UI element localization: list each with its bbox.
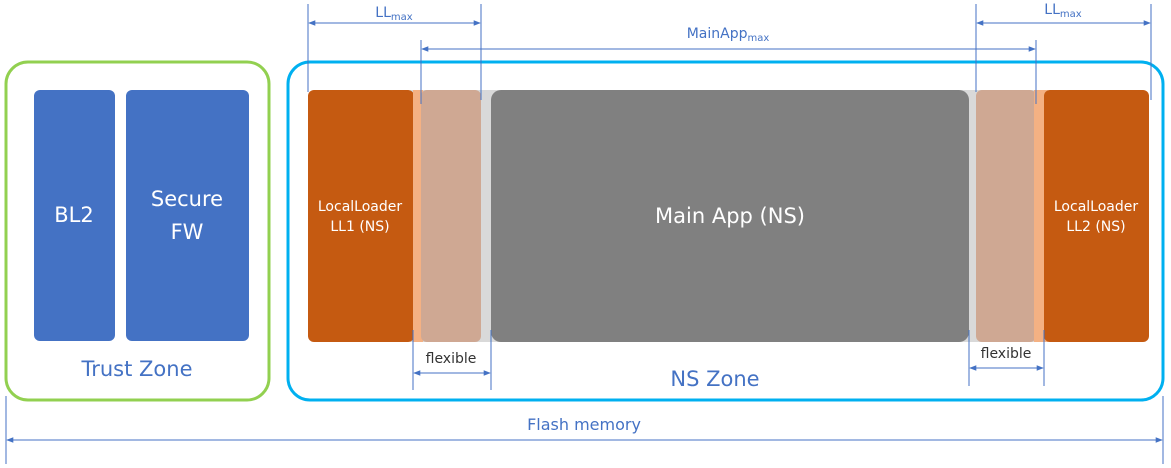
flash-memory-dimension [5,396,1164,464]
flash-memory-label: Flash memory [527,415,641,434]
main-app-max-dimension [420,40,1037,104]
ll-max-left-dimension [307,4,482,100]
flexible-right-dimension [968,330,1045,386]
local-loader-1-flexible-edge [413,90,423,342]
local-loader-2-label-line2: LL2 (NS) [1066,219,1125,235]
main-app-max-label: MainAppmax [687,26,770,44]
main-app-block [491,90,969,342]
local-loader-1-label-line2: LL1 (NS) [330,219,389,235]
secure-fw-label-line2: FW [171,220,204,244]
ns-zone-label: NS Zone [670,367,759,391]
trust-zone-label: Trust Zone [81,357,193,381]
flexible-left-label: flexible [426,351,477,367]
trust-zone-border [4,60,271,402]
flexible-region-right [976,90,1036,342]
ll-max-left-label: LLmax [375,5,412,23]
flexible-left-dimension [412,330,492,390]
ns-zone-border [286,60,1165,402]
local-loader-1-block [308,90,414,342]
bl2-block [34,90,115,341]
secure-fw-block [126,90,249,341]
secure-fw-label-line1: Secure [151,187,223,211]
local-loader-2-label-line1: LocalLoader [1054,199,1138,215]
bl2-label: BL2 [54,203,93,227]
local-loader-1-label-line1: LocalLoader [318,199,402,215]
main-app-label: Main App (NS) [655,204,805,228]
local-loader-2-block [1044,90,1149,342]
flexible-region-left [421,90,481,342]
flexible-right-label: flexible [981,346,1032,362]
ll-max-right-label: LLmax [1044,2,1081,20]
